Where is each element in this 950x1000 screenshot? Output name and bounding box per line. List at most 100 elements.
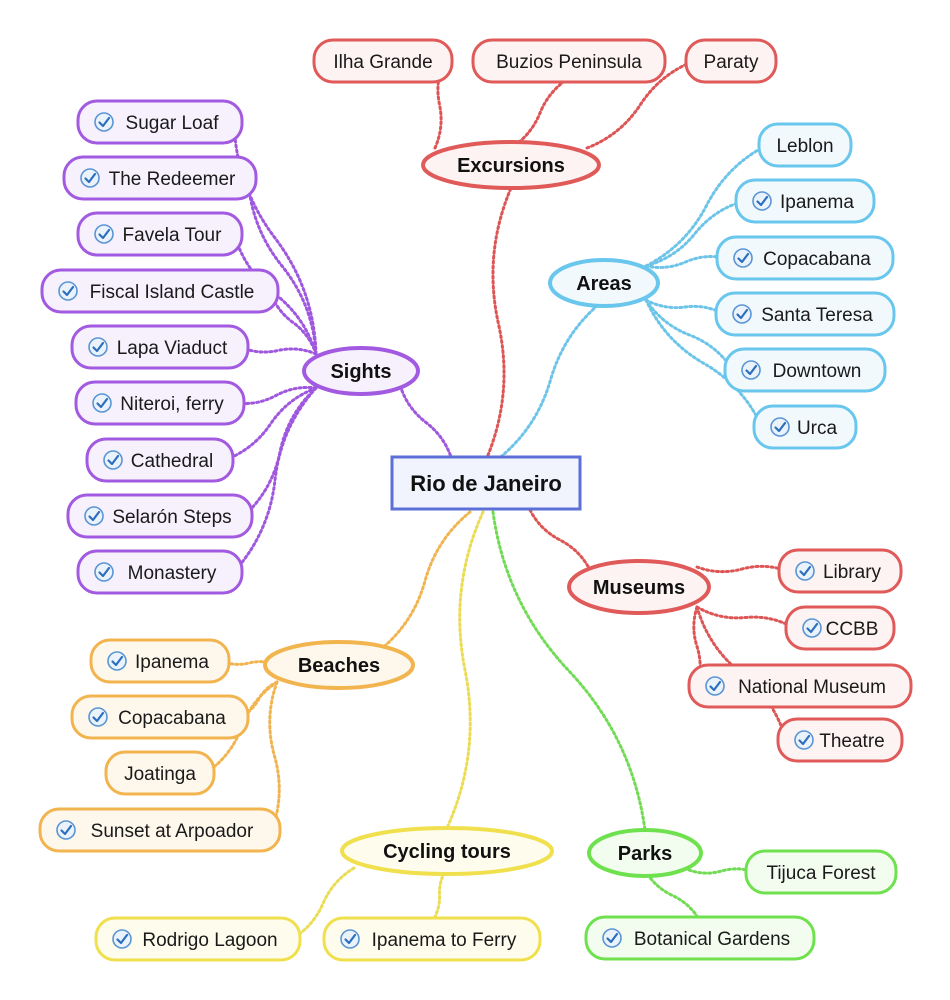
topic-areas-copacabana[interactable]: Copacabana — [715, 235, 895, 281]
topic-excursions-buzios-peninsula[interactable]: Buzios Peninsula — [471, 38, 667, 84]
topic-label: Lapa Viaduct — [117, 338, 228, 359]
topic-sights-cathedral[interactable]: Cathedral — [85, 437, 235, 483]
connector-cycling-rodrigo-lagoon — [290, 866, 356, 941]
topic-label: Ilha Grande — [333, 52, 432, 73]
topic-excursions-ilha-grande[interactable]: Ilha Grande — [312, 38, 454, 84]
topic-label: Fiscal Island Castle — [90, 282, 255, 303]
checkbox-checked-icon — [795, 561, 815, 581]
checkbox-checked-icon — [80, 168, 100, 188]
topic-parks-tijuca-forest[interactable]: Tijuca Forest — [744, 849, 898, 895]
connector-areas-santa-teresa — [644, 298, 726, 316]
checkbox-checked-icon — [94, 562, 114, 582]
topic-label: Joatinga — [124, 764, 196, 785]
topic-label: Ipanema — [135, 652, 209, 673]
topic-beaches-joatinga[interactable]: Joatinga — [104, 750, 216, 796]
topic-sights-selar-n-steps[interactable]: Selarón Steps — [66, 493, 254, 539]
topic-label: Urca — [797, 418, 838, 439]
checkbox-checked-icon — [94, 112, 114, 132]
branch-label-parks: Parks — [618, 843, 673, 865]
root-node[interactable]: Rio de Janeiro — [390, 455, 582, 511]
topic-parks-botanical-gardens[interactable]: Botanical Gardens — [584, 915, 816, 961]
topic-label: Paraty — [704, 52, 759, 73]
topic-label: Copacabana — [118, 708, 226, 729]
topic-label: Cathedral — [131, 451, 213, 472]
checkbox-checked-icon — [602, 928, 622, 948]
topic-label: Theatre — [819, 731, 884, 752]
topic-label: Downtown — [773, 361, 862, 382]
topic-cycling-ipanema-to-ferry[interactable]: Ipanema to Ferry — [322, 916, 542, 962]
branch-label-beaches: Beaches — [298, 655, 380, 677]
branch-label-cycling: Cycling tours — [383, 841, 511, 863]
checkbox-checked-icon — [732, 304, 752, 324]
topic-beaches-copacabana[interactable]: Copacabana — [70, 694, 250, 740]
topic-sights-favela-tour[interactable]: Favela Tour — [76, 211, 244, 257]
topic-label: Sugar Loaf — [126, 113, 220, 134]
topic-label: Ipanema — [780, 192, 854, 213]
topic-excursions-paraty[interactable]: Paraty — [684, 38, 778, 84]
topic-label: National Museum — [738, 677, 886, 698]
checkbox-checked-icon — [88, 337, 108, 357]
topic-areas-downtown[interactable]: Downtown — [723, 347, 887, 393]
topic-sights-monastery[interactable]: Monastery — [76, 549, 244, 595]
connector-parks-botanical-gardens — [643, 868, 702, 923]
branch-label-areas: Areas — [576, 273, 632, 295]
topic-sights-sugar-loaf[interactable]: Sugar Loaf — [76, 99, 244, 145]
branch-cycling[interactable]: Cycling tours — [340, 826, 554, 876]
topic-label: Rodrigo Lagoon — [142, 930, 277, 951]
connector-areas-copacabana — [644, 255, 727, 269]
branch-sights[interactable]: Sights — [302, 346, 420, 396]
checkbox-checked-icon — [56, 820, 76, 840]
connector-sights-cathedral — [223, 386, 318, 462]
checkbox-checked-icon — [770, 417, 790, 437]
checkbox-checked-icon — [741, 360, 761, 380]
topic-label: Santa Teresa — [761, 305, 873, 326]
connector-lines — [204, 59, 796, 941]
topic-label: Copacabana — [763, 249, 871, 270]
connector-cycling-ipanema-to-ferry — [430, 866, 449, 924]
branch-excursions[interactable]: Excursions — [421, 140, 601, 190]
topic-areas-santa-teresa[interactable]: Santa Teresa — [714, 291, 896, 337]
connector-parks-tijuca-forest — [687, 867, 756, 875]
topic-label: Selarón Steps — [112, 507, 231, 528]
checkbox-checked-icon — [92, 393, 112, 413]
checkbox-checked-icon — [112, 929, 132, 949]
checkbox-checked-icon — [794, 730, 814, 750]
connector-sights-monastery — [232, 386, 318, 574]
checkbox-checked-icon — [340, 929, 360, 949]
root-node-label: Rio de Janeiro — [410, 471, 562, 496]
connector-areas-downtown — [644, 298, 735, 372]
topic-beaches-sunset-at-arpoador[interactable]: Sunset at Arpoador — [38, 807, 282, 853]
checkbox-checked-icon — [58, 281, 78, 301]
connector-areas-leblon — [644, 143, 769, 268]
connector-beaches-sunset-at-arpoador — [268, 680, 281, 832]
connector-beaches — [378, 510, 472, 652]
connector-sights-lapa-viaduct — [238, 345, 318, 356]
topic-beaches-ipanema[interactable]: Ipanema — [89, 638, 231, 684]
topic-museums-national-museum[interactable]: National Museum — [687, 663, 913, 709]
topic-sights-fiscal-island-castle[interactable]: Fiscal Island Castle — [40, 268, 280, 314]
topic-label: Favela Tour — [123, 225, 223, 246]
topic-museums-theatre[interactable]: Theatre — [776, 717, 904, 763]
branch-parks[interactable]: Parks — [587, 828, 703, 878]
topic-sights-the-redeemer[interactable]: The Redeemer — [62, 155, 258, 201]
mind-map-nodes: Rio de Janeiro Excursions Ilha Grande Buzio… — [38, 38, 913, 962]
topic-areas-leblon[interactable]: Leblon — [757, 122, 853, 168]
topic-cycling-rodrigo-lagoon[interactable]: Rodrigo Lagoon — [94, 916, 302, 962]
branch-museums[interactable]: Museums — [567, 559, 711, 615]
topic-sights-lapa-viaduct[interactable]: Lapa Viaduct — [70, 324, 250, 370]
topic-label: Botanical Gardens — [634, 929, 790, 950]
checkbox-checked-icon — [705, 676, 725, 696]
topic-label: Ipanema to Ferry — [372, 930, 517, 951]
branch-beaches[interactable]: Beaches — [263, 640, 415, 690]
checkbox-checked-icon — [94, 224, 114, 244]
topic-sights-niteroi-ferry[interactable]: Niteroi, ferry — [74, 380, 246, 426]
connector-excursions — [484, 186, 513, 462]
connector-areas — [495, 298, 606, 462]
topic-areas-ipanema[interactable]: Ipanema — [734, 178, 876, 224]
branch-areas[interactable]: Areas — [548, 258, 660, 308]
topic-areas-urca[interactable]: Urca — [752, 404, 858, 450]
topic-museums-ccbb[interactable]: CCBB — [784, 605, 896, 651]
topic-museums-library[interactable]: Library — [777, 548, 903, 594]
branch-label-museums: Museums — [593, 577, 685, 599]
